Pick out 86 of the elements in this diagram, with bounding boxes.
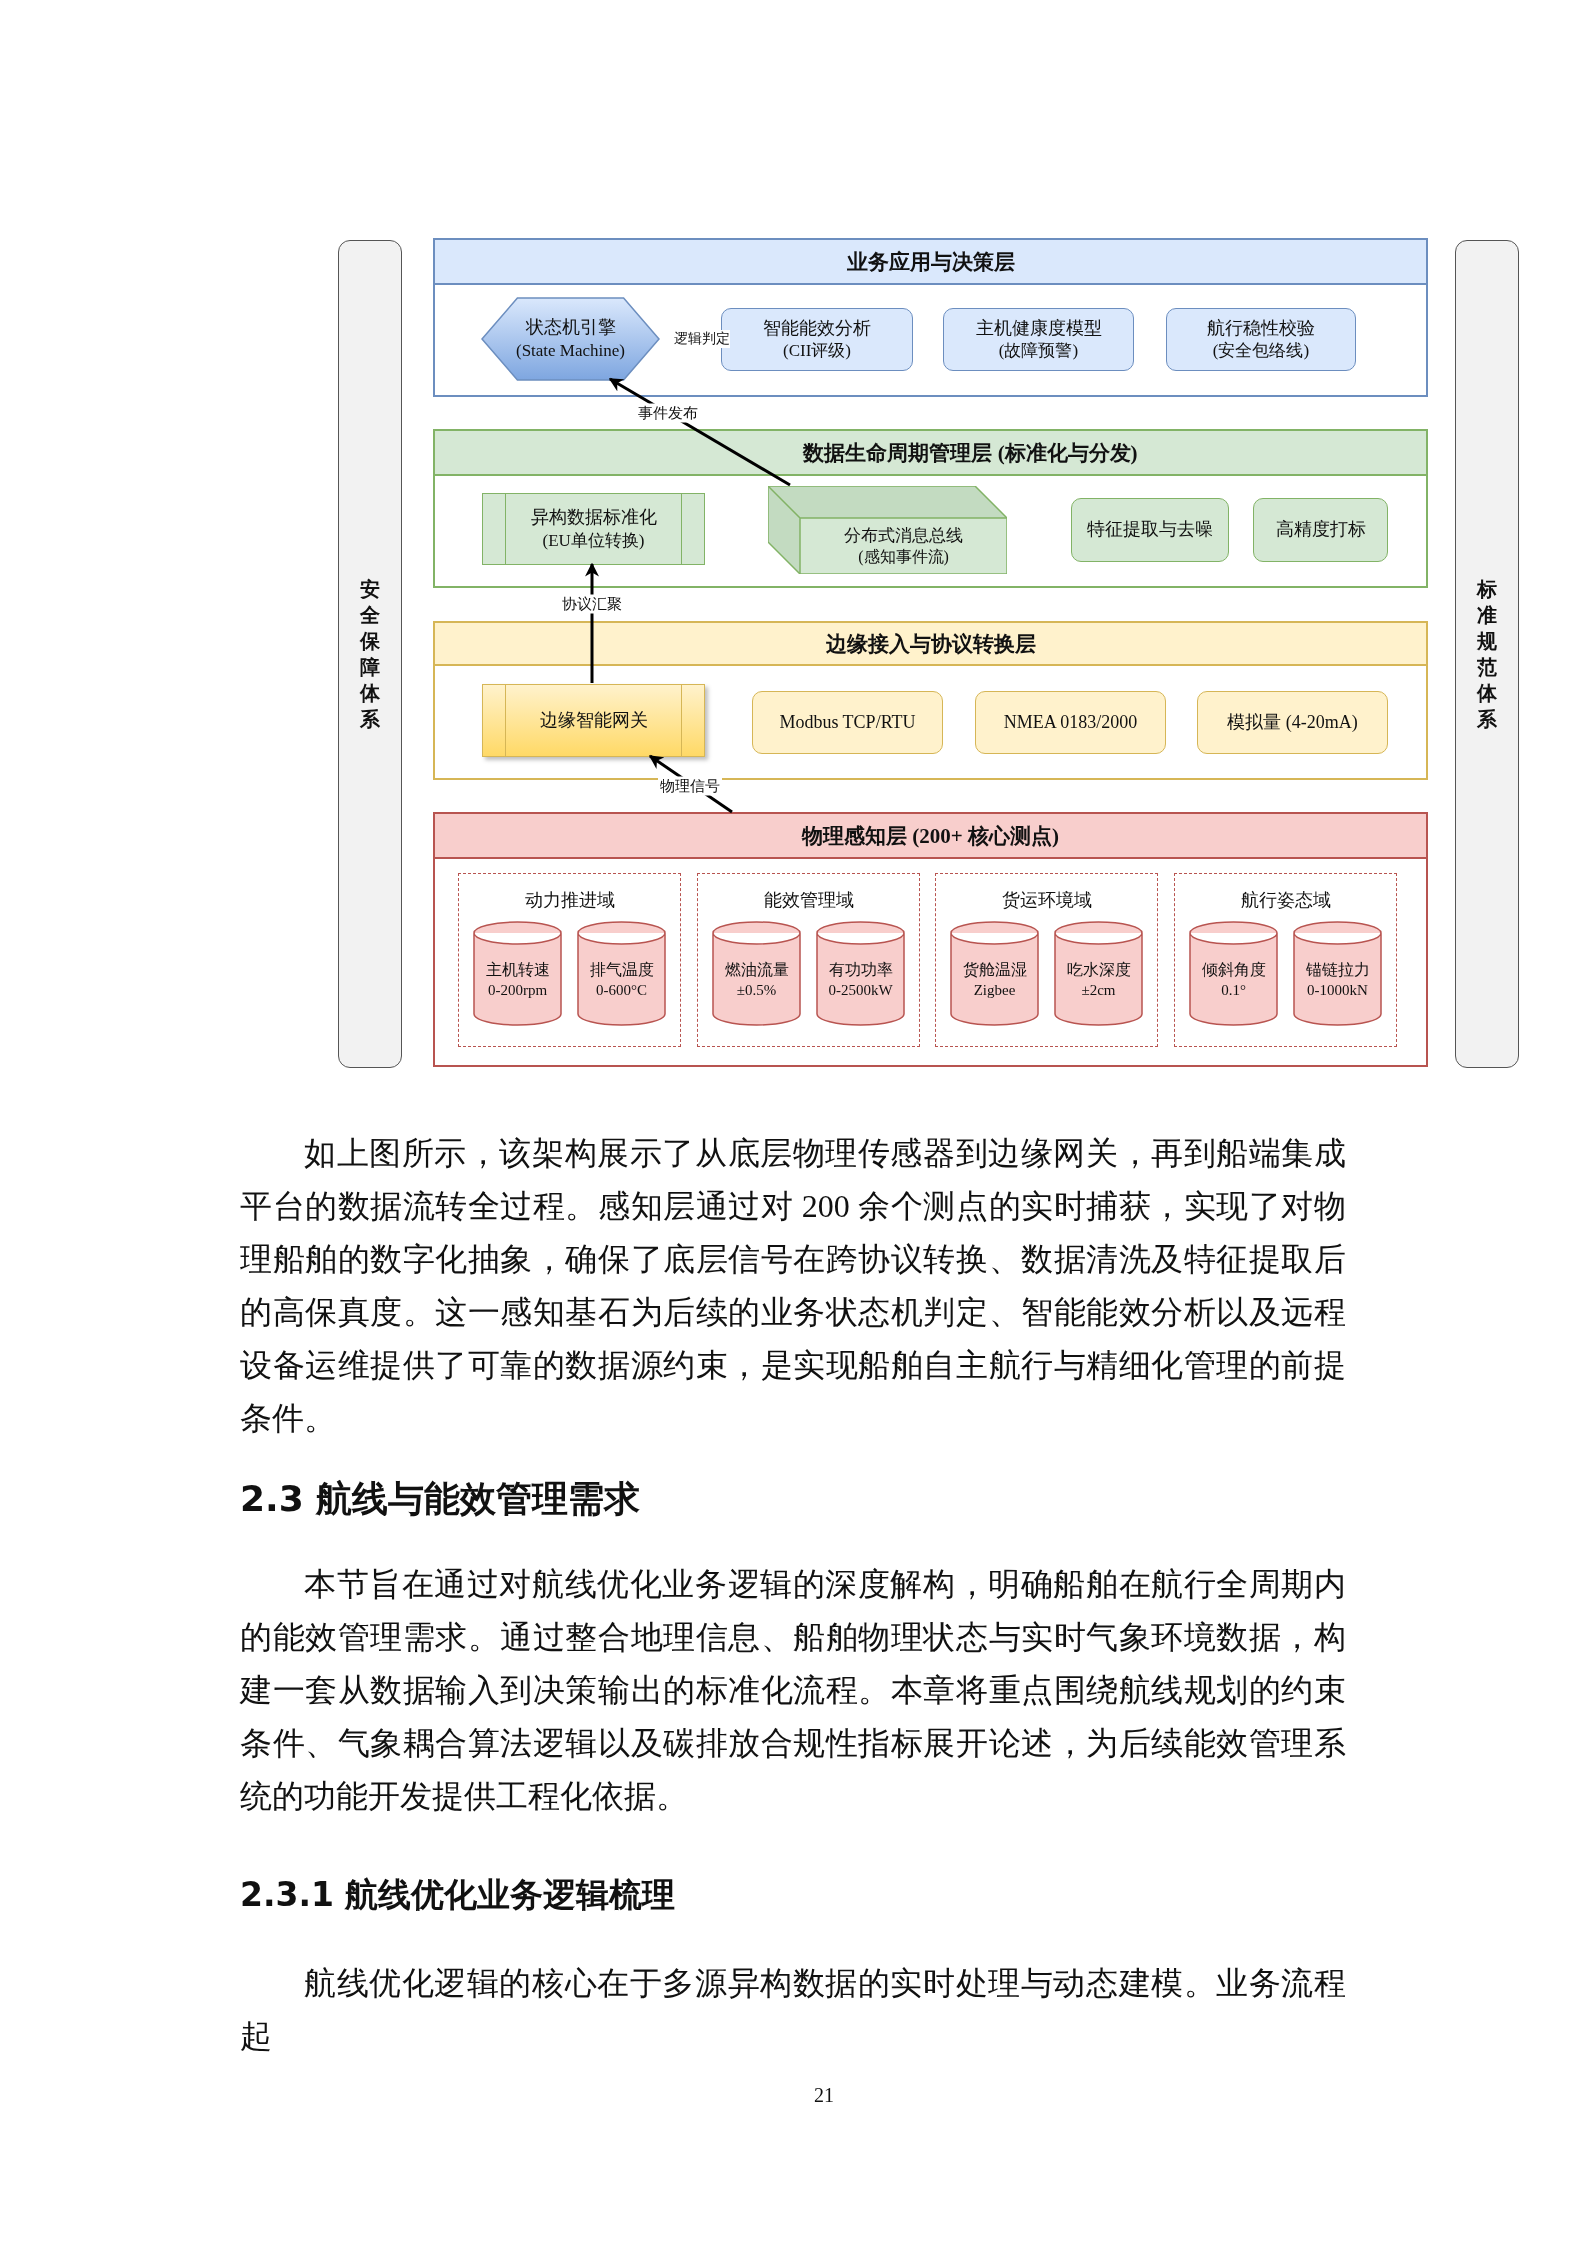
box-label: Modbus TCP/RTU [779, 710, 916, 734]
box-sublabel: (State Machine) [515, 339, 625, 362]
layer-panel [433, 812, 1428, 1067]
annotation-label: 逻辑判定 [674, 330, 730, 348]
box-label: 主机健康度模型 [975, 316, 1102, 340]
arrow [608, 377, 791, 487]
section-heading: 2.3.1 航线优化业务逻辑梳理 [240, 1874, 676, 1916]
sensor-range: 0.1° [1221, 981, 1246, 1001]
side-bar [338, 240, 402, 1068]
sensor-name: 有功功率 [828, 960, 893, 981]
side-bar-label: 安全保障体系 [359, 576, 381, 732]
rounded-box [943, 308, 1134, 371]
box-label: NMEA 0183/2000 [1003, 710, 1138, 734]
cylinder-node [713, 922, 800, 1025]
edge-label: 事件发布 [636, 403, 700, 423]
edge-label: 物理信号 [658, 776, 722, 796]
domain-title: 能效管理域 [762, 889, 855, 912]
arrow [648, 754, 733, 814]
sensor-range: Zigbee [973, 981, 1016, 1001]
domain-group [697, 873, 920, 1047]
sensor-range: ±0.5% [736, 981, 777, 1001]
box-label: 智能能效分析 [763, 316, 871, 340]
layer-panel [433, 429, 1428, 588]
domain-title: 货运环境域 [1000, 889, 1093, 912]
sensor-name: 燃油流量 [724, 960, 789, 981]
box-sublabel: (感知事件流) [858, 546, 949, 568]
domain-group [458, 873, 681, 1047]
layer-panel [433, 238, 1428, 397]
arrow [585, 562, 599, 683]
sensor-name: 排气温度 [589, 960, 654, 981]
process-box [482, 493, 705, 565]
box-label: 航行稳性校验 [1207, 316, 1315, 340]
box-sublabel: (故障预警) [998, 340, 1079, 363]
box-label: 边缘智能网关 [539, 708, 648, 732]
hexagon-box [482, 298, 659, 380]
cylinder-node [951, 922, 1038, 1025]
process-box [482, 684, 705, 757]
layer-title-bar: 物理感知层 (200+ 核心测点) [435, 814, 1426, 859]
cylinder-node [1190, 922, 1277, 1025]
body-paragraph: 航线优化逻辑的核心在于多源异构数据的实时处理与动态建模。业务流程起 [240, 1964, 1346, 2056]
sensor-name: 货舱温湿 [962, 960, 1027, 981]
sensor-range: ±2cm [1081, 981, 1116, 1001]
sensor-range: 0-2500kW [828, 981, 893, 1001]
box-label: 异构数据标准化 [530, 506, 657, 530]
cylinder-node [578, 922, 665, 1025]
sensor-name: 吃水深度 [1066, 960, 1131, 981]
side-bar-label: 标准规范体系 [1476, 576, 1498, 732]
layer-title-bar: 业务应用与决策层 [435, 240, 1426, 285]
box-label: 高精度打标 [1275, 518, 1366, 542]
cylinder-node [1294, 922, 1381, 1025]
cylinder-node [1055, 922, 1142, 1025]
box-label: 特征提取与去噪 [1087, 518, 1213, 542]
page-number: 21 [814, 2084, 834, 2107]
domain-title: 动力推进域 [523, 889, 616, 912]
rounded-box [1253, 498, 1388, 562]
rounded-box [975, 691, 1166, 754]
side-bar [1455, 240, 1519, 1068]
domain-group [935, 873, 1158, 1047]
rounded-box [1166, 308, 1356, 371]
rounded-box [1197, 691, 1388, 754]
layer-panel [433, 621, 1428, 780]
box-sublabel: (CII评级) [783, 340, 851, 363]
sensor-name: 主机转速 [485, 960, 550, 981]
body-paragraph: 如上图所示，该架构展示了从底层物理传感器到边缘网关，再到船端集成平台的数据流转全过程。感知层通过对 200 余个测点的实时捕获，实现了对物理船舶的数字化抽象，确保了底层信号在跨协议转换、数据清洗及特征提取后的高保真度。这一感知基石为后续的业务状态机判定、智能能效分析以及远程设备运维提供了可靠的数据源约束，是实现船舶自主航行与精细化管理的前提条件。 [240, 1134, 1346, 1438]
cylinder-node [817, 922, 904, 1025]
domain-title: 航行姿态域 [1239, 889, 1332, 912]
layer-title-bar: 边缘接入与协议转换层 [435, 623, 1426, 666]
layer-title-bar: 数据生命周期管理层 (标准化与分发) [435, 431, 1426, 476]
sensor-range: 0-200rpm [487, 981, 548, 1001]
cylinder-node [474, 922, 561, 1025]
sensor-name: 锚链拉力 [1305, 960, 1370, 981]
rounded-box [752, 691, 943, 754]
section-heading: 2.3 航线与能效管理需求 [240, 1477, 641, 1521]
sensor-range: 0-1000kN [1307, 981, 1368, 1001]
cube-box [768, 486, 1007, 574]
sensor-range: 0-600°C [596, 981, 647, 1001]
edge-label: 协议汇聚 [560, 594, 624, 614]
rounded-box [1071, 498, 1229, 562]
box-sublabel: (安全包络线) [1212, 340, 1310, 363]
body-paragraph: 本节旨在通过对航线优化业务逻辑的深度解构，明确船舶在航行全周期内的能效管理需求。通过整合地理信息、船舶物理状态与实时气象环境数据，构建一套从数据输入到决策输出的标准化流程。本章将重点围绕航线规划的约束条件、气象耦合算法逻辑以及碳排放合规性指标展开论述，为后续能效管理系统的功能开发提供工程化依据。 [240, 1565, 1346, 1816]
box-label: 状态机引擎 [525, 316, 616, 340]
sensor-name: 倾斜角度 [1201, 960, 1266, 981]
box-sublabel: (EU单位转换) [542, 529, 645, 552]
box-label: 模拟量 (4-20mA) [1227, 710, 1358, 734]
domain-group [1174, 873, 1397, 1047]
box-label: 分布式消息总线 [844, 524, 963, 547]
